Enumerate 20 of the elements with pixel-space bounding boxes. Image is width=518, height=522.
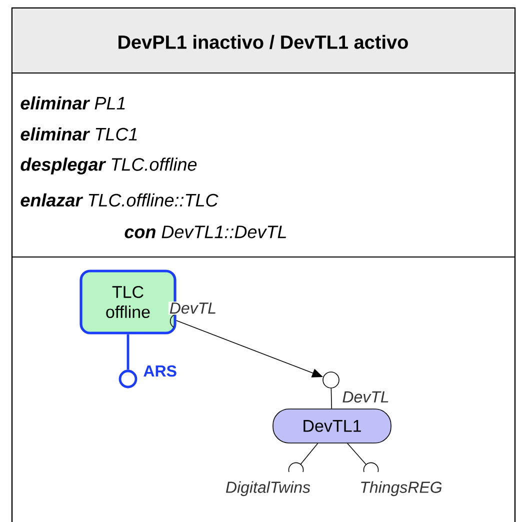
connector (300, 443, 318, 465)
socket-symbol (288, 462, 304, 472)
socket-symbol (363, 462, 379, 472)
interface-label: DigitalTwins (226, 481, 310, 496)
script-line: desplegar TLC.offline (20, 158, 197, 174)
interface-circle (118, 370, 138, 388)
interface-label: ARS (144, 365, 176, 377)
interface-label: ThingsREG (361, 481, 442, 496)
edge-label: DevTL (168, 302, 218, 315)
script-line: eliminar TLC1 (20, 127, 137, 141)
script-line: eliminar PL1 (20, 96, 125, 110)
component-box: DevTL1 (272, 408, 392, 444)
interface-circle (322, 372, 340, 388)
script-line: con DevTL1::DevTL (124, 226, 286, 238)
panel-title: DevPL1 inactivo / DevTL1 activo (118, 34, 408, 50)
connector (126, 334, 130, 370)
connector (347, 443, 367, 465)
interface-label: DevTL (342, 391, 388, 403)
connector (330, 388, 332, 409)
script-line: enlazar TLC.offline::TLC (20, 193, 218, 207)
